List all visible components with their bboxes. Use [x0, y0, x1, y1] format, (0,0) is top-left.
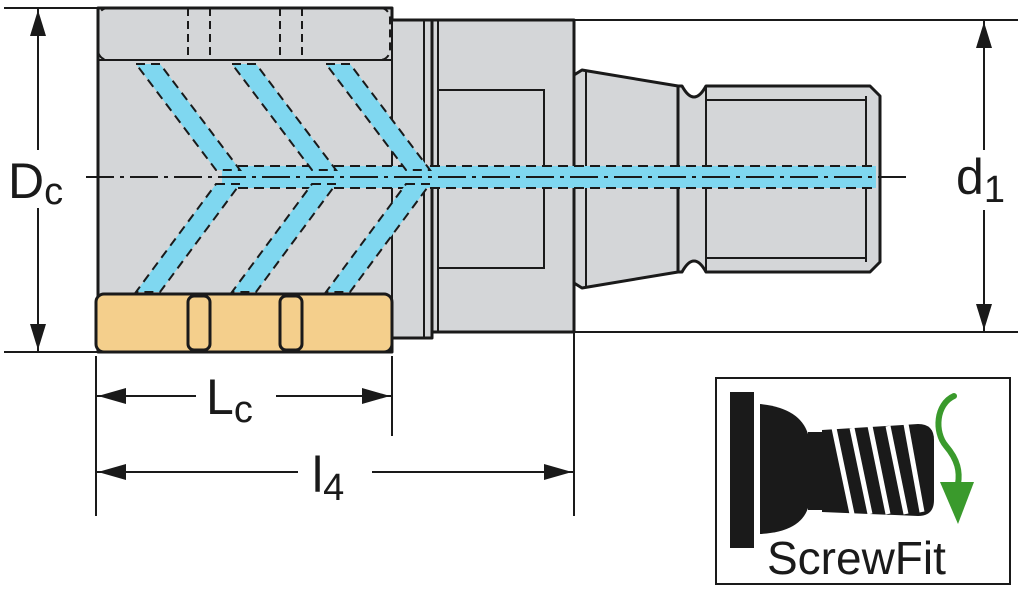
insert-slot-1 [186, 294, 212, 352]
dimension-lines [4, 7, 1018, 516]
coolant-upper-1 [133, 63, 243, 171]
label-d1: d1 [956, 149, 1005, 211]
coolant-lower-1 [134, 183, 242, 293]
label-l4: l4 [312, 447, 344, 509]
hidden-pockets [97, 7, 392, 61]
badge-text: ScrewFit [767, 532, 946, 584]
rotate-arrow-icon [935, 393, 974, 524]
label-lc: Lc [206, 369, 253, 431]
coolant-lower-2 [230, 183, 338, 293]
coolant-upper-3 [323, 63, 433, 171]
screw-thread-lines [831, 423, 925, 515]
coolant-lower-3 [324, 183, 432, 293]
label-dc: Dc [8, 153, 63, 213]
screwfit-badge: ScrewFit [715, 377, 1011, 585]
insert-strip [94, 292, 394, 354]
insert-row [94, 292, 394, 354]
insert-slot-2 [278, 294, 304, 352]
coolant-upper-2 [229, 63, 339, 171]
arrowheads [30, 10, 992, 480]
